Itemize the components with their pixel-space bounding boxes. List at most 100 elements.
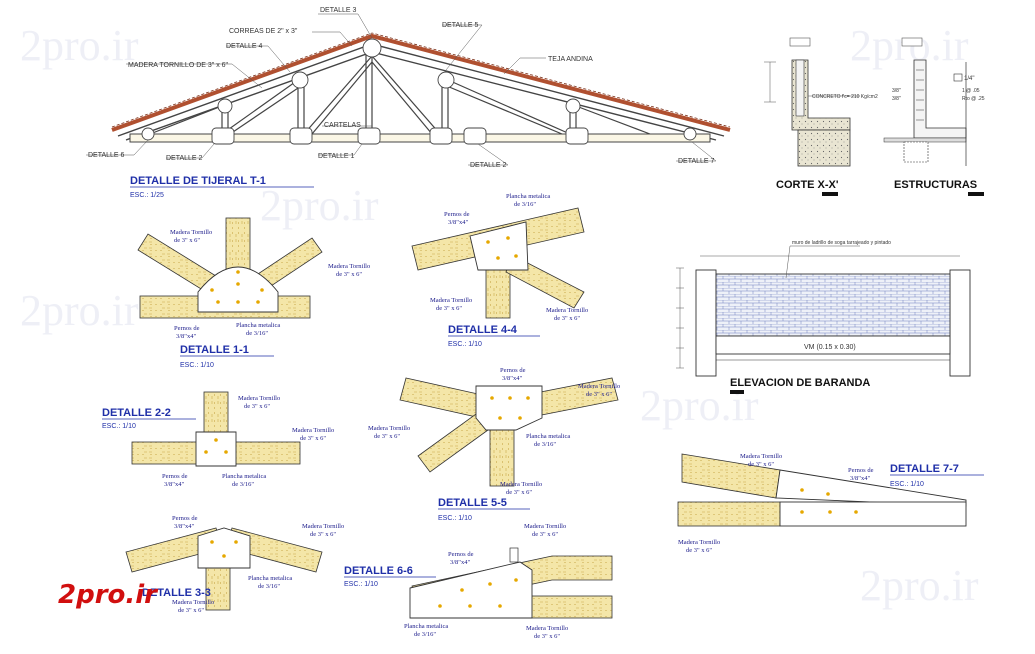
d55-scale: ESC.: 1/10 bbox=[438, 515, 472, 522]
truss-title: DETALLE DE TIJERAL T-1 bbox=[130, 175, 266, 187]
d33-pernos-b: 3/8"x4" bbox=[174, 523, 194, 530]
d22-madera-1b: de 3" x 6" bbox=[244, 403, 270, 410]
d22-madera-1: Madera Tornillo bbox=[238, 395, 280, 402]
d55-madera-3b: de 3" x 6" bbox=[506, 489, 532, 496]
d77-madera-1b: de 3" x 6" bbox=[748, 461, 774, 468]
label-detalle-1: DETALLE 1 bbox=[318, 153, 355, 160]
roof-tile-line bbox=[111, 33, 731, 132]
d55-plancha-b: de 3/16" bbox=[534, 441, 556, 448]
dim-label-2: 3/8" bbox=[892, 96, 901, 102]
label-correas: CORREAS DE 2" x 3" bbox=[229, 28, 298, 35]
d33-plancha: Plancha metalica bbox=[248, 575, 292, 582]
label-teja-andina: TEJA ANDINA bbox=[548, 56, 593, 63]
d22-madera-2: Madera Tornillo bbox=[292, 427, 334, 434]
d44-madera-2: Madera Tornillo bbox=[546, 307, 588, 314]
d22-scale: ESC.: 1/10 bbox=[102, 423, 136, 430]
d44-plancha-b: de 3/16" bbox=[514, 201, 536, 208]
d55-madera-2: Madera Tornillo bbox=[368, 425, 410, 432]
d77-madera-1: Madera Tornillo bbox=[740, 453, 782, 460]
d66-pernos: Pernos de bbox=[448, 551, 474, 558]
d77-pernos: Pernos de bbox=[848, 467, 874, 474]
d66-madera-2: Madera Tornillo bbox=[526, 625, 568, 632]
d77-title: DETALLE 7-7 bbox=[890, 463, 959, 475]
plate-detalle-3-3 bbox=[197, 527, 251, 569]
d44-scale: ESC.: 1/10 bbox=[448, 341, 482, 348]
corte-title: CORTE X-X' bbox=[776, 179, 839, 191]
corte-concreto: CONCRETO f'c= 210 Kg/cm2 bbox=[812, 94, 878, 100]
d11-pernos-b: 3/8"x4" bbox=[176, 333, 196, 340]
d66-plancha-b: de 3/16" bbox=[414, 631, 436, 638]
detalle-5-5: Pernos de 3/8"x4" Madera Tornillo de 3" … bbox=[368, 367, 620, 522]
watermark-text: 2pro.ir bbox=[260, 181, 379, 230]
d22-plancha: Plancha metalica bbox=[222, 473, 266, 480]
d66-madera-1b: de 3" x 6" bbox=[532, 531, 558, 538]
beam-vm bbox=[715, 335, 951, 355]
watermark-text: 2pro.ir bbox=[20, 21, 139, 70]
d33-title: DETALLE 3-3 bbox=[142, 587, 211, 599]
label-detalle-4: DETALLE 4 bbox=[226, 43, 263, 50]
baranda-note: muro de ladrillo de soga tarrajeado y pi… bbox=[792, 240, 891, 246]
plate-detalle-4-4 bbox=[469, 221, 529, 271]
d11-plancha-b: de 3/16" bbox=[246, 330, 268, 337]
rebar-note-2: Rto @ .25 bbox=[962, 96, 985, 102]
d55-pernos: Pernos de bbox=[500, 367, 526, 374]
label-cartelas: CARTELAS bbox=[324, 122, 361, 129]
dim-label-1: 3/8" bbox=[892, 88, 901, 94]
d55-madera-3: Madera Tornillo bbox=[500, 481, 542, 488]
d66-madera-2b: de 3" x 6" bbox=[534, 633, 560, 640]
d33-plancha-b: de 3/16" bbox=[258, 583, 280, 590]
d44-madera-1b: de 3" x 6" bbox=[436, 305, 462, 312]
d44-pernos: Pernos de bbox=[444, 211, 470, 218]
label-detalle-2-left: DETALLE 2 bbox=[166, 155, 203, 162]
d55-pernos-b: 3/8"x4" bbox=[502, 375, 522, 382]
estructuras-title: ESTRUCTURAS bbox=[894, 179, 977, 191]
label-detalle-2-right: DETALLE 2 bbox=[470, 162, 507, 169]
detalle-4-4: Plancha metalica de 3/16" Pernos de 3/8"… bbox=[411, 193, 588, 348]
rebar-label: 1/4" bbox=[964, 76, 974, 82]
d33-madera-1b: de 3" x 6" bbox=[310, 531, 336, 538]
brick-wall bbox=[715, 273, 951, 337]
watermark-text: 2pro.ir bbox=[860, 561, 979, 610]
truss-scale: ESC.: 1/25 bbox=[130, 192, 164, 199]
corte-section: CONCRETO f'c= 210 Kg/cm2 CORTE X-X' bbox=[764, 37, 878, 196]
watermarks: 2pro.ir 2pro.ir 2pro.ir 2pro.ir 2pro.ir … bbox=[20, 21, 979, 610]
d77-madera-2b: de 3" x 6" bbox=[686, 547, 712, 554]
d44-madera-1: Madera Tornillo bbox=[430, 297, 472, 304]
d11-pernos: Pernos de bbox=[174, 325, 200, 332]
d22-pernos-b: 3/8"x4" bbox=[164, 481, 184, 488]
d66-madera-1: Madera Tornillo bbox=[524, 523, 566, 530]
d11-title: DETALLE 1-1 bbox=[180, 344, 249, 356]
watermark-text: 2pro.ir bbox=[640, 381, 759, 430]
watermark-text: 2pro.ir bbox=[20, 286, 139, 335]
d22-madera-2b: de 3" x 6" bbox=[300, 435, 326, 442]
detalle-1-1: Madera Tornillo de 3" x 6" Madera Tornil… bbox=[137, 217, 370, 369]
d11-scale: ESC.: 1/10 bbox=[180, 362, 214, 369]
d77-scale: ESC.: 1/10 bbox=[890, 481, 924, 488]
label-madera-tornillo: MADERA TORNILLO DE 3" x 6" bbox=[128, 62, 229, 69]
detalle-6-6: Madera Tornillo de 3" x 6" Pernos de 3/8… bbox=[344, 523, 613, 640]
d55-title: DETALLE 5-5 bbox=[438, 497, 507, 509]
plate-detalle-6-6 bbox=[409, 561, 533, 619]
detalle-2-2: DETALLE 2-2 ESC.: 1/10 Madera Tornillo d… bbox=[102, 391, 334, 488]
d55-madera-1b: de 3" x 6" bbox=[586, 391, 612, 398]
d55-madera-1: Madera Tornillo bbox=[578, 383, 620, 390]
d33-madera-2: Madera Tornillo bbox=[172, 599, 214, 606]
bottom-chord bbox=[129, 133, 711, 143]
d66-scale: ESC.: 1/10 bbox=[344, 581, 378, 588]
d66-pernos-b: 3/8"x4" bbox=[450, 559, 470, 566]
d11-madera-1: Madera Tornillo bbox=[170, 229, 212, 236]
d66-title: DETALLE 6-6 bbox=[344, 565, 413, 577]
d55-plancha: Plancha metalica bbox=[526, 433, 570, 440]
plate-detalle-7-7 bbox=[779, 501, 967, 527]
d22-pernos: Pernos de bbox=[162, 473, 188, 480]
d44-title: DETALLE 4-4 bbox=[448, 324, 518, 336]
d22-title: DETALLE 2-2 bbox=[102, 407, 171, 419]
d11-madera-2b: de 3" x 6" bbox=[336, 271, 362, 278]
estructuras-section: 1/4" 1 @ .05 Rto @ .25 3/8" 3/8" ESTRUCT… bbox=[883, 37, 985, 196]
d11-plancha: Plancha metalica bbox=[236, 322, 280, 329]
d11-madera-1b: de 3" x 6" bbox=[174, 237, 200, 244]
label-detalle-3: DETALLE 3 bbox=[320, 7, 357, 14]
d33-pernos: Pernos de bbox=[172, 515, 198, 522]
label-detalle-5: DETALLE 5 bbox=[442, 22, 479, 29]
